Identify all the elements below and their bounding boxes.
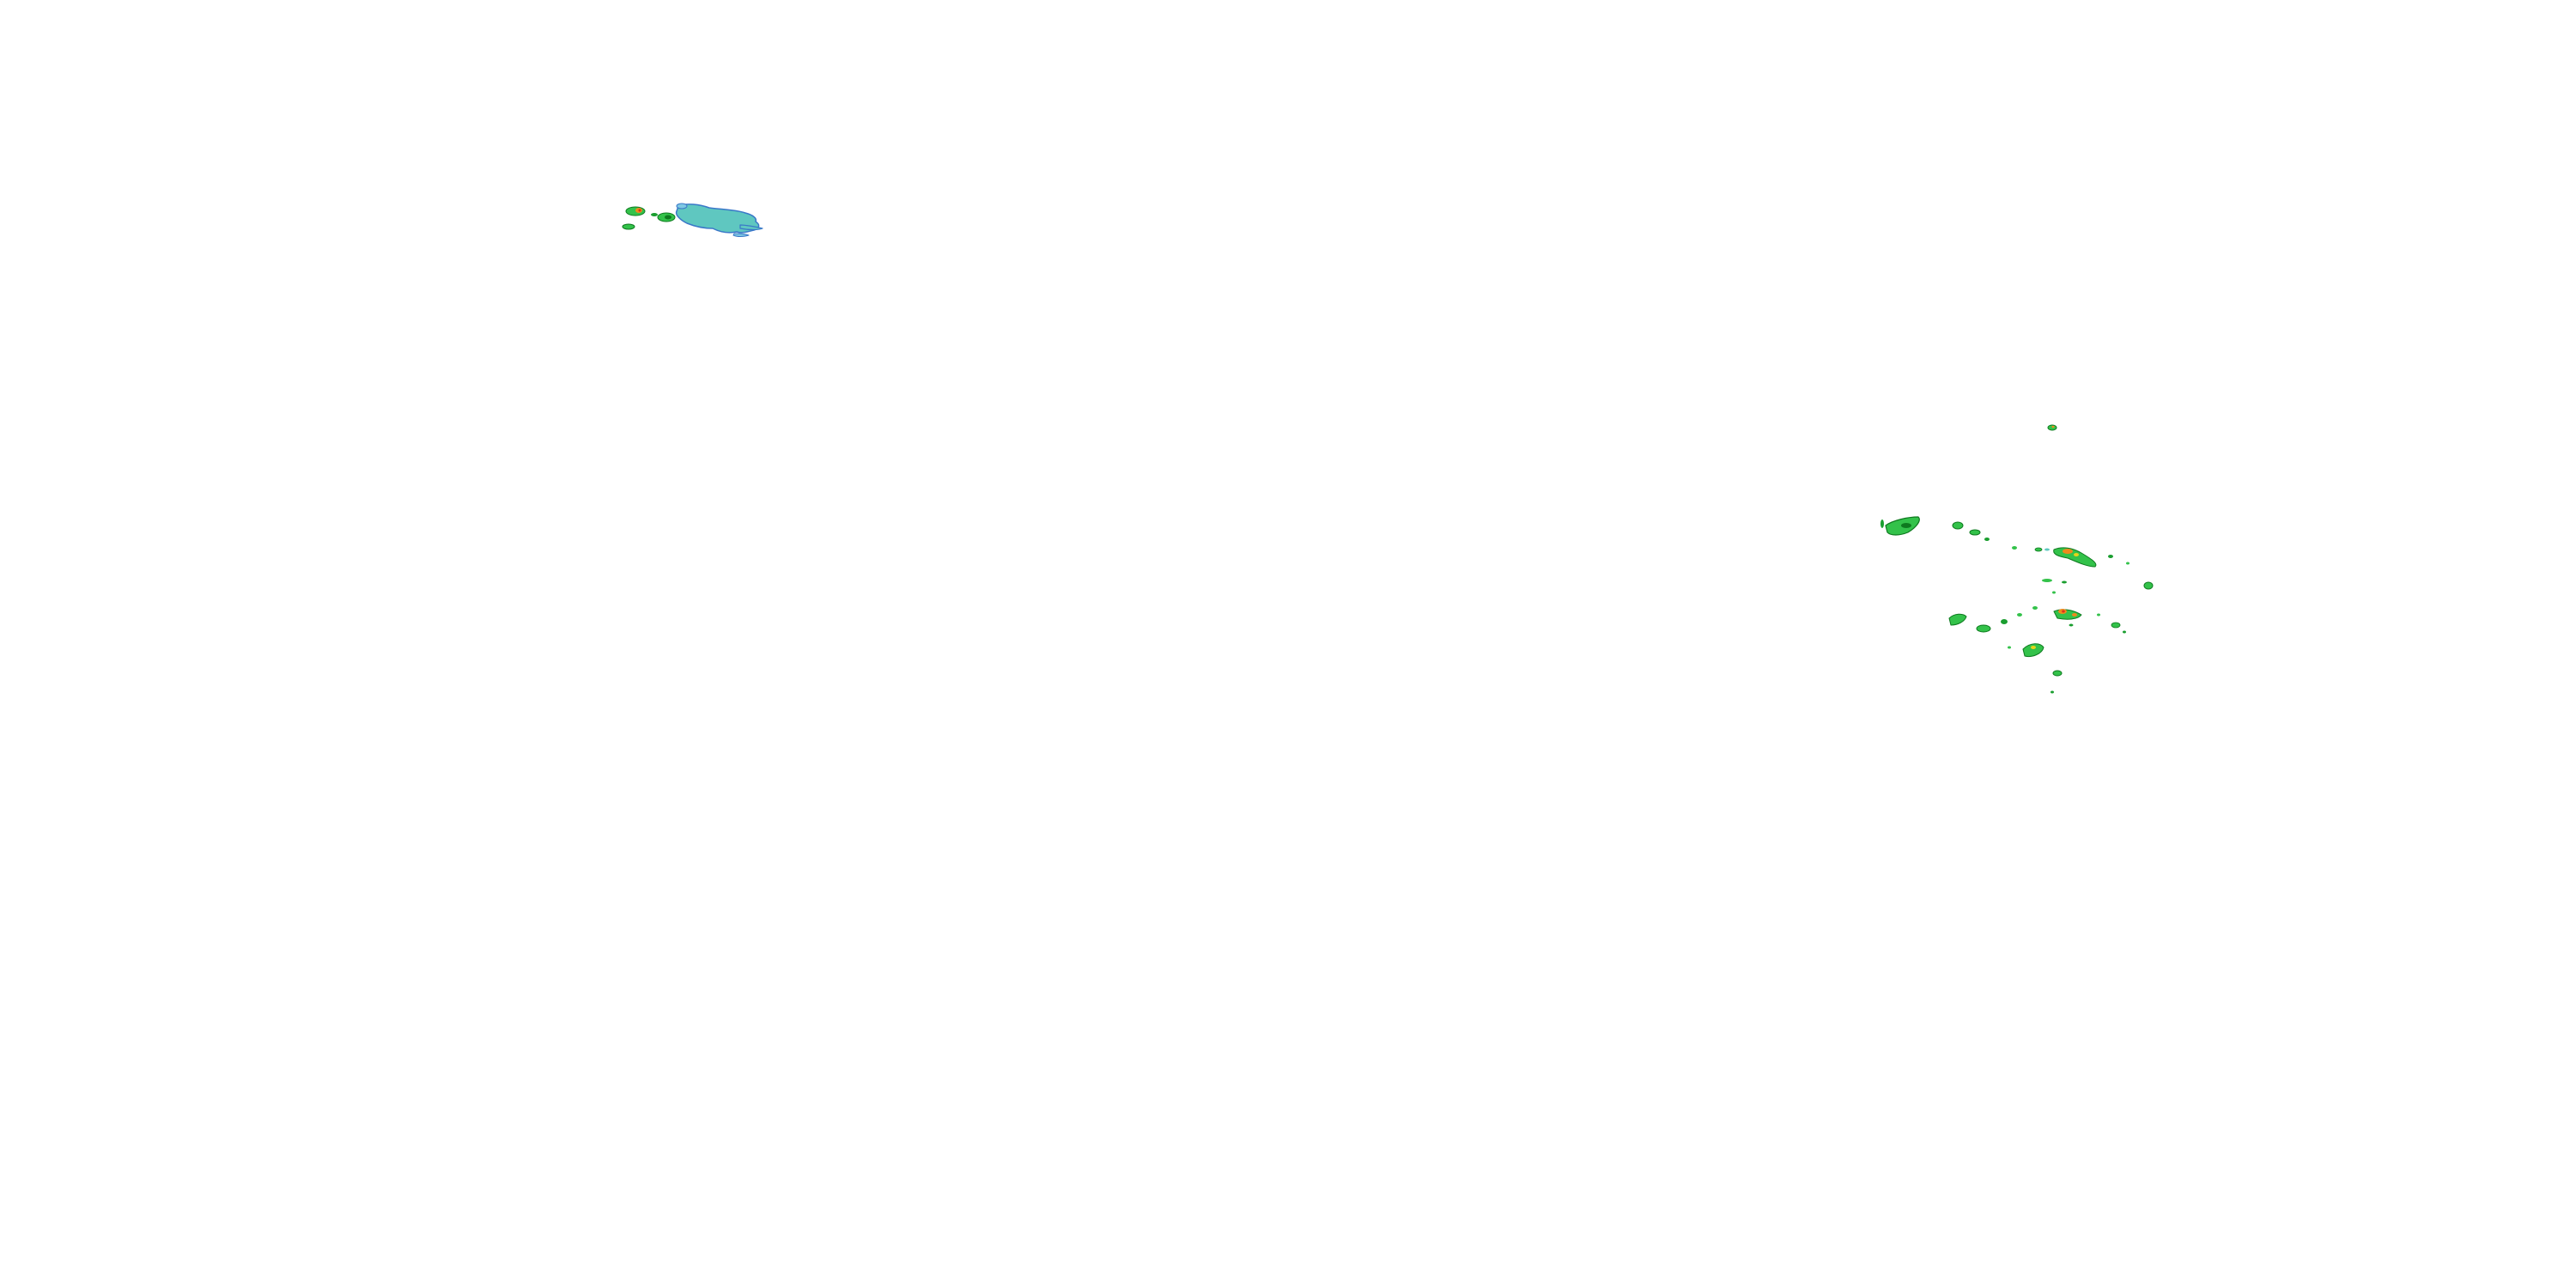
green-echo-cell [2017, 613, 2022, 617]
yellow-echo-core [2031, 646, 2036, 649]
green-echo-cell [2050, 690, 2054, 694]
green-echo-cell [2032, 606, 2038, 610]
cyan-echo-fragment [676, 203, 688, 210]
dark-green-echo-core [665, 215, 671, 220]
green-echo-cell [2012, 546, 2017, 550]
green-echo-cell [1952, 521, 1964, 530]
green-echo-cell [2052, 591, 2056, 594]
green-echo-cell [2126, 562, 2129, 565]
green-echo-cell [2123, 630, 2126, 634]
red-echo-core [2062, 610, 2065, 613]
green-echo-cell [622, 223, 635, 230]
green-echo-cell [2062, 580, 2067, 584]
green-echo-cell [2008, 646, 2011, 649]
green-echo-cell [2111, 622, 2121, 629]
green-echo-cell [2042, 579, 2052, 582]
east-echo-cluster [1880, 424, 2154, 694]
red-echo-core [638, 209, 641, 212]
orange-echo-core [2072, 613, 2077, 617]
green-echo-cell [2143, 581, 2154, 590]
green-echo-cell [1969, 529, 1981, 536]
green-echo-cell [2069, 623, 2074, 627]
cyan-echo-fragment [732, 233, 750, 237]
green-echo-cell [2047, 424, 2057, 431]
green-echo-cell [2108, 555, 2113, 558]
orange-echo-core [2051, 425, 2055, 428]
green-echo-cell [2022, 643, 2044, 657]
green-echo-cell [1976, 624, 1991, 633]
green-echo-cell [1984, 538, 1990, 541]
cyan-echo-fragment [739, 224, 763, 231]
orange-echo-core [2063, 549, 2073, 554]
green-echo-cell [2001, 619, 2008, 624]
dark-green-echo-core [1901, 523, 1911, 528]
green-echo-cell [2097, 613, 2100, 617]
green-echo-cell [2034, 547, 2043, 552]
yellow-echo-core [2074, 553, 2079, 556]
green-echo-cell [2052, 670, 2063, 677]
green-echo-cell [651, 213, 658, 216]
northwest-echo-cluster [622, 203, 763, 237]
green-echo-cell [1948, 613, 1967, 626]
green-echo-cell [1880, 519, 1884, 528]
cyan-echo-fragment [2044, 548, 2050, 551]
